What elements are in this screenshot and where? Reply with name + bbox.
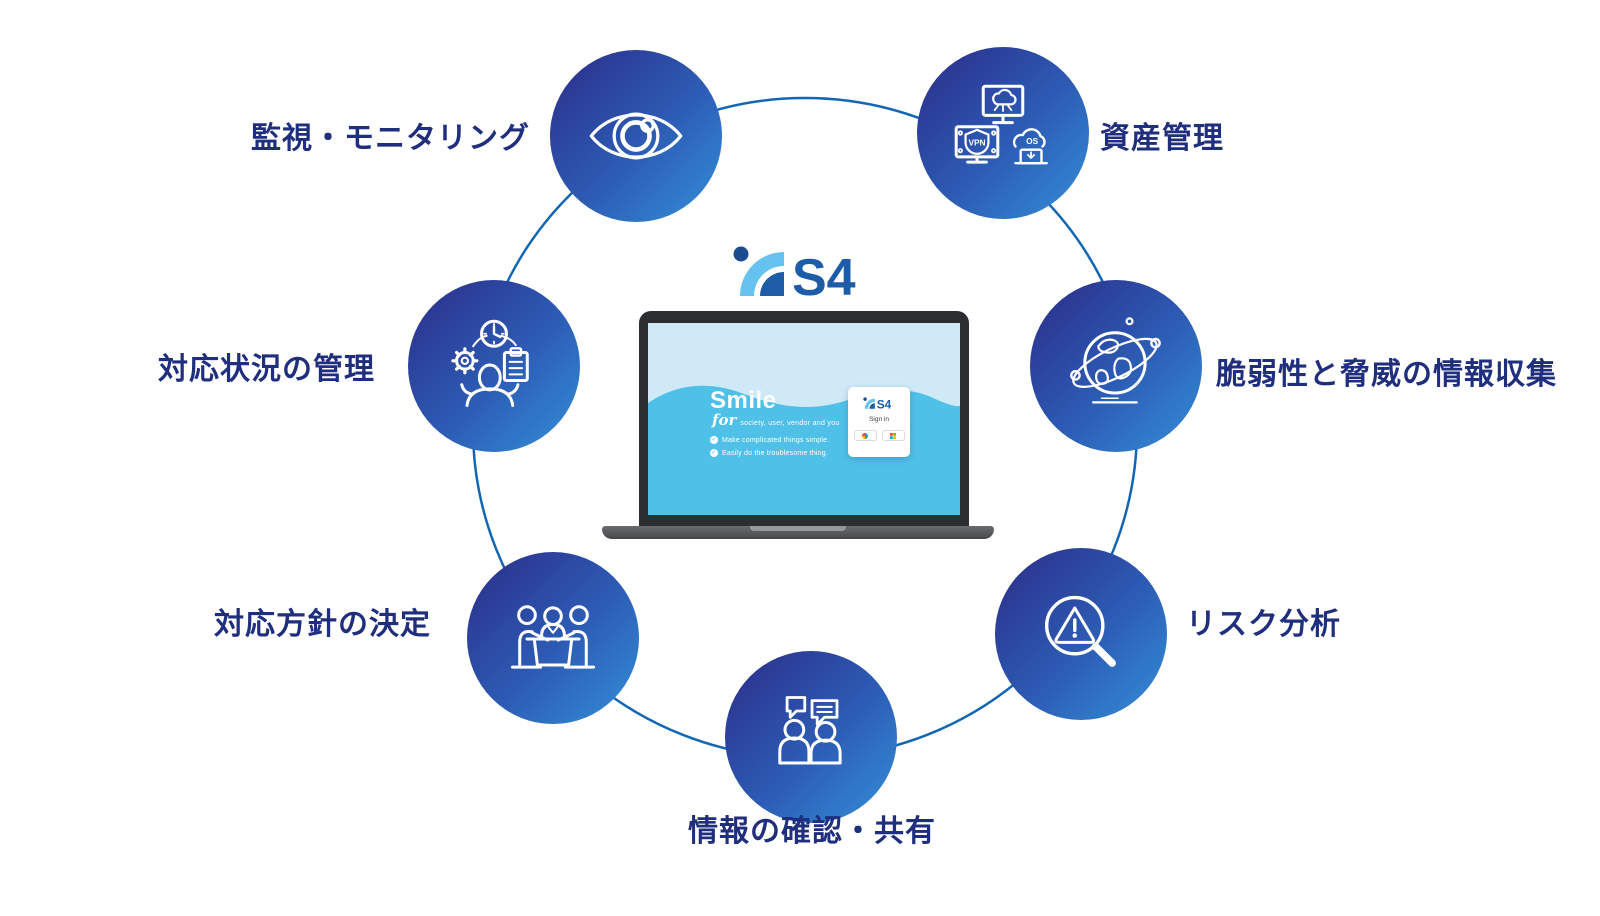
label-response-management: 対応状況の管理 bbox=[158, 352, 375, 387]
eye-icon bbox=[584, 84, 688, 188]
screen-copy: Smile for society, user, vendor and you bbox=[710, 387, 840, 430]
node-response-management bbox=[408, 280, 580, 452]
google-signin-button[interactable] bbox=[853, 430, 877, 441]
svg-text:S4: S4 bbox=[792, 249, 856, 300]
label-info-sharing: 情報の確認・共有 bbox=[688, 814, 936, 849]
logo-inner-arc bbox=[760, 272, 784, 296]
check-icon: ✓ bbox=[710, 436, 718, 444]
laptop-screen: Smile for society, user, vendor and you … bbox=[648, 323, 960, 515]
discussion-icon bbox=[759, 685, 863, 789]
svg-text:OS: OS bbox=[1026, 136, 1038, 146]
label-asset-management: 資産管理 bbox=[1100, 121, 1224, 156]
laptop-screen-bezel: Smile for society, user, vendor and you … bbox=[639, 311, 969, 528]
s4-brand-logo: S4 bbox=[733, 246, 856, 300]
label-monitoring: 監視・モニタリング bbox=[251, 121, 530, 156]
node-monitoring bbox=[550, 50, 722, 222]
screen-bullets: ✓ Make complicated things simple. ✓ Easi… bbox=[710, 436, 829, 462]
microsoft-signin-button[interactable] bbox=[881, 430, 905, 441]
s4-logo-small: S4 bbox=[863, 397, 892, 410]
magnifier-warning-icon bbox=[1029, 582, 1133, 686]
screen-headline: Smile bbox=[710, 387, 777, 414]
label-policy-decision: 対応方針の決定 bbox=[214, 607, 431, 642]
screen-tagline: society, user, vendor and you bbox=[740, 420, 840, 427]
node-vulnerability-threat-intel bbox=[1030, 280, 1202, 452]
signin-title: Sign in bbox=[869, 416, 889, 423]
laptop-base bbox=[602, 526, 994, 539]
devices-icon: VPN OS bbox=[951, 81, 1055, 185]
bullet-text: Make complicated things simple. bbox=[722, 436, 830, 444]
node-risk-analysis bbox=[995, 548, 1167, 720]
svg-text:S4: S4 bbox=[877, 397, 892, 410]
logo-outer-arc bbox=[740, 252, 784, 296]
laptop-notch bbox=[750, 526, 846, 531]
signin-buttons bbox=[853, 430, 905, 441]
node-asset-management: VPN OS bbox=[917, 47, 1089, 219]
meeting-icon bbox=[501, 586, 605, 690]
node-info-sharing bbox=[725, 651, 897, 823]
logo-dot bbox=[733, 246, 749, 262]
signin-card: S4 Sign in bbox=[848, 387, 910, 457]
label-risk-analysis: リスク分析 bbox=[1186, 607, 1341, 642]
label-vulnerability-threat-intel: 脆弱性と脅威の情報収集 bbox=[1216, 357, 1557, 392]
globe-network-icon bbox=[1064, 314, 1168, 418]
bullet-item: ✓ Make complicated things simple. bbox=[710, 436, 829, 444]
node-policy-decision bbox=[467, 552, 639, 724]
svg-text:VPN: VPN bbox=[968, 137, 985, 147]
task-management-icon bbox=[442, 314, 546, 418]
check-icon: ✓ bbox=[710, 449, 718, 457]
bullet-item: ✓ Easily do the troublesome thing. bbox=[710, 449, 829, 457]
bullet-text: Easily do the troublesome thing. bbox=[722, 449, 829, 457]
screen-headline-script: for bbox=[712, 411, 737, 429]
microsoft-icon bbox=[890, 432, 896, 439]
google-icon bbox=[862, 432, 868, 439]
